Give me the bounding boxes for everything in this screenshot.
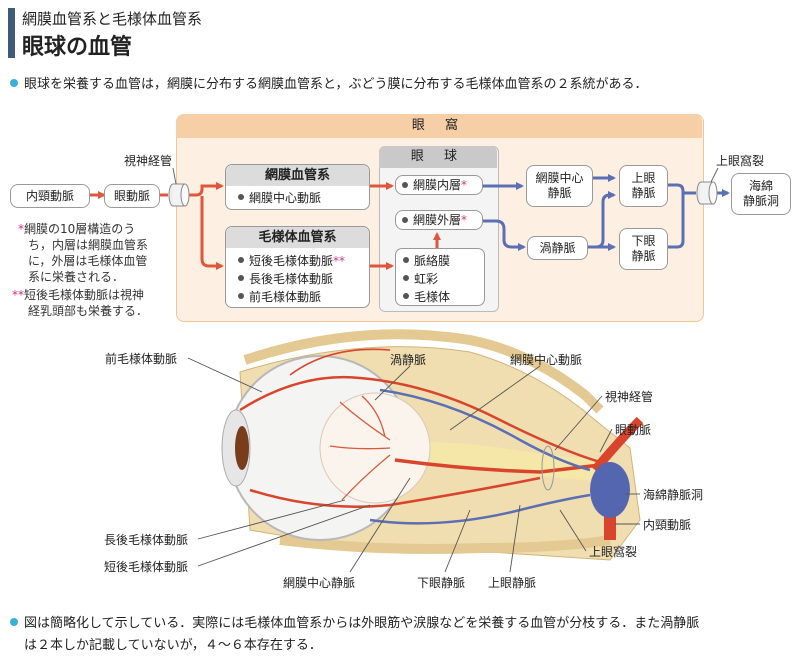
label-internal-carotid: 内頸動脈 (643, 518, 692, 532)
label-central-retinal-vein: 網膜中心静脈 (283, 576, 356, 590)
eyeball-label: 眼 球 (379, 146, 497, 168)
ciliary-item-short: 短後毛様体動脈** (226, 248, 369, 269)
ciliary-item-anterior: 前毛様体動脈 (226, 287, 369, 305)
note-short-ciliary: **短後毛様体動脈は視神 経乳頭部も栄養する． (12, 288, 149, 318)
ciliary-system-group: 毛様体血管系 短後毛様体動脈** 長後毛様体動脈 前毛様体動脈 (225, 226, 370, 308)
cavernous-sinus-node: 海綿静脈洞 (731, 173, 791, 215)
label-superior-ophthalmic-vein: 上眼静脈 (488, 576, 537, 590)
footer-line-2: は２本しか記載していないが，４～６本存在する． (24, 638, 322, 653)
page-subtitle: 網膜血管系と毛様体血管系 (22, 10, 203, 28)
retinal-system-group: 網膜血管系 網膜中心動脈 (225, 164, 370, 210)
uvea-item-iris: 虹彩 (396, 269, 484, 287)
label-central-retinal-artery: 網膜中心動脈 (510, 353, 583, 367)
optic-canal-label: 視神経管 (124, 154, 173, 168)
header-accent-bar (8, 8, 15, 58)
label-inferior-ophthalmic-vein: 下眼静脈 (417, 576, 466, 590)
label-ophthalmic-artery: 眼動脈 (615, 423, 652, 437)
uvea-group: 脈絡膜 虹彩 毛様体 (395, 248, 485, 306)
ciliary-item-long: 長後毛様体動脈 (226, 269, 369, 287)
internal-carotid-node: 内頸動脈 (10, 184, 90, 208)
label-short-posterior-ciliary: 短後毛様体動脈 (104, 560, 189, 574)
orbit-label: 眼 窩 (176, 114, 702, 138)
ciliary-system-title: 毛様体血管系 (226, 227, 369, 248)
vortex-vein-node: 渦静脈 (527, 236, 588, 260)
label-superior-orbital-fissure: 上眼窩裂 (589, 545, 638, 559)
retinal-system-title: 網膜血管系 (226, 165, 369, 186)
label-long-posterior-ciliary: 長後毛様体動脈 (104, 533, 189, 547)
intro-text: 眼球を栄養する血管は，網膜に分布する網膜血管系と，ぶどう膜に分布する毛様体血管系… (10, 73, 647, 92)
inner-retina-node: 網膜内層* (395, 175, 483, 195)
uvea-item-ciliary-body: 毛様体 (396, 287, 484, 305)
label-anterior-ciliary-artery: 前毛様体動脈 (105, 352, 178, 366)
note-retina-layers: *網膜の10層構造のう ち，内層は網膜血管系 に，外層は毛様体血管 系に栄養され… (18, 222, 149, 284)
bullet-icon (10, 79, 18, 87)
outer-retina-node: 網膜外層* (395, 210, 483, 230)
retinal-system-item: 網膜中心動脈 (226, 186, 369, 206)
label-optic-canal: 視神経管 (605, 390, 654, 404)
inferior-ophthalmic-vein-node: 下眼静脈 (619, 228, 668, 270)
uvea-item-choroid: 脈絡膜 (396, 249, 484, 269)
superior-orbital-fissure-label: 上眼窩裂 (716, 154, 765, 168)
label-cavernous-sinus: 海綿静脈洞 (643, 488, 704, 502)
central-retinal-vein-node: 網膜中心静脈 (526, 165, 593, 207)
label-vortex-vein: 渦静脈 (390, 353, 427, 367)
page-title: 眼球の血管 (22, 34, 133, 60)
bullet-icon (10, 618, 18, 626)
ophthalmic-artery-node: 眼動脈 (104, 184, 160, 208)
footer-line-1: 図は簡略化して示している．実際には毛様体血管系からは外眼筋や涙腺などを栄養する血… (10, 612, 699, 631)
superior-ophthalmic-vein-node: 上眼静脈 (619, 165, 668, 207)
